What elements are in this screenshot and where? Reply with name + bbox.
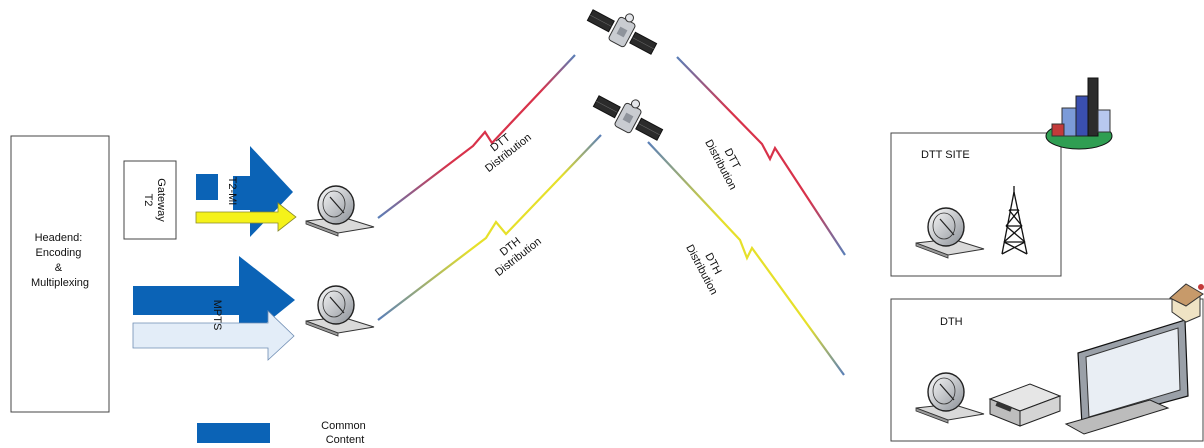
dtt-uplink [377, 54, 576, 219]
headend-label-line: & [55, 262, 63, 274]
headend-box: Headend: Encoding & Multiplexing [10, 135, 110, 413]
svg-text:Headend: Encoding: Headend: Encoding & Multiplexing [31, 232, 89, 289]
satellite-dish-icon [915, 372, 985, 424]
gateway-label-t2: T2 [142, 194, 154, 207]
transmission-tower-icon [1001, 186, 1028, 255]
svg-text:Common Content: Common Content [321, 420, 369, 446]
dtt-site-label: DTT SITE [921, 149, 970, 161]
tv-monitor-icon [1064, 319, 1189, 435]
dth-uplink-label: DTH Distribution [493, 235, 544, 279]
city-buildings-icon [1045, 77, 1113, 150]
gateway-label-gateway: Gateway [155, 178, 167, 222]
dth-uplink [377, 134, 602, 321]
legend-label-line: Common [321, 420, 366, 432]
house-icon [1169, 283, 1204, 323]
satellite-dish-icon [305, 185, 375, 237]
dth-downlink [647, 141, 845, 376]
legend-common-content: Common Content [197, 420, 369, 446]
dtt-downlink [676, 56, 846, 256]
dtt-site-box: DTT SITE [890, 132, 1062, 277]
dtt-downlink-label: DTT Distribution [702, 138, 742, 192]
legend-swatch [197, 423, 270, 443]
satellite-icon [586, 9, 658, 55]
headend-label-line: Encoding [36, 247, 82, 259]
satellite-dish-icon [305, 285, 375, 337]
mpts-label: MPTS [211, 300, 223, 331]
satellite-dish-icon [915, 207, 985, 259]
mpts-arrow-group: MPTS [132, 256, 295, 361]
legend-label-line: Content [326, 434, 365, 446]
set-top-box-icon [988, 383, 1062, 427]
t2mi-arrow-group: T2-MI [195, 146, 297, 237]
dth-label: DTH [940, 316, 963, 328]
dth-downlink-label: DTH Distribution [683, 243, 723, 297]
headend-label-line: Headend: [35, 232, 83, 244]
satellite-icon [592, 95, 664, 141]
t2-gateway-box: T2 Gateway [123, 160, 177, 240]
headend-label-line: Multiplexing [31, 277, 89, 289]
t2mi-label: T2-MI [226, 177, 238, 206]
